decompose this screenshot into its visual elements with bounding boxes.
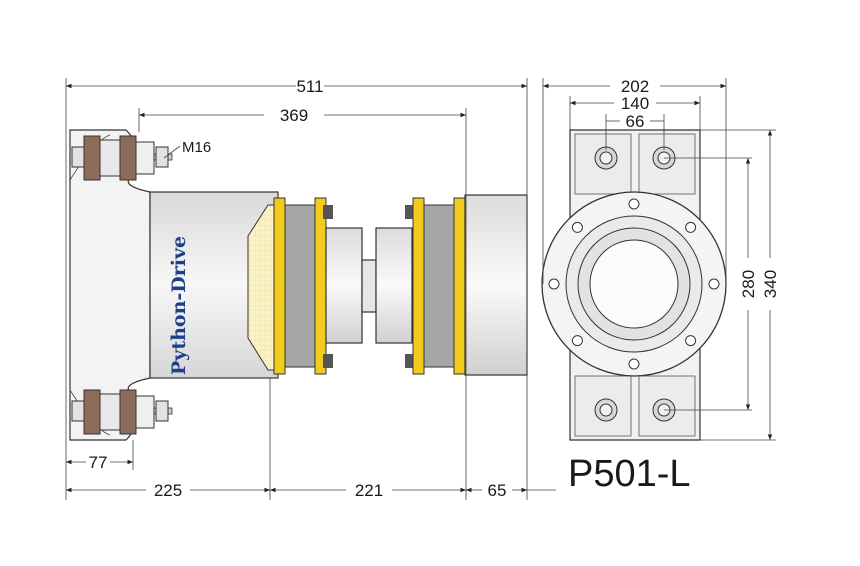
dim-height-outer: 340 (761, 270, 780, 298)
dim-middle-section: 221 (355, 481, 383, 500)
brand-label: Python-Drive (168, 236, 190, 375)
upper-bolt-assembly (71, 135, 173, 181)
end-view (541, 129, 727, 441)
dim-inner-length: 369 (280, 106, 308, 125)
yellow-flange (314, 197, 327, 375)
dim-bolt-size: M16 (182, 139, 211, 156)
dim-left-section: 225 (154, 481, 182, 500)
bolt-head (594, 146, 618, 170)
dim-overall-length: 511 (296, 77, 323, 96)
flange-bolt-holes (548, 198, 720, 370)
dim-mount-offset: 77 (89, 453, 108, 472)
bolt-head (594, 398, 618, 422)
hex-nut (71, 400, 85, 422)
rubber-bushing (119, 389, 137, 435)
hex-nut (155, 400, 169, 422)
lower-bolt-assembly (71, 389, 173, 435)
yellow-flange (273, 197, 286, 375)
rubber-bushing (119, 135, 137, 181)
dim-flange-width: 202 (621, 77, 649, 96)
yellow-flange (412, 197, 425, 375)
dim-bolt-spacing-inner: 66 (626, 112, 645, 131)
shaft-bore (589, 239, 679, 329)
rubber-bushing (83, 135, 101, 181)
rubber-bushing (83, 389, 101, 435)
dimension-labels: 511 369 M16 77 225 221 65 202 140 66 280… (89, 77, 780, 500)
output-shaft-body (464, 194, 528, 376)
dim-bolt-spacing-outer: 140 (621, 94, 649, 113)
dim-right-section: 65 (488, 481, 507, 500)
side-view: Python-Drive (69, 129, 528, 441)
hex-nut (155, 146, 169, 168)
left-coupling (247, 197, 377, 375)
rubber-element (423, 204, 455, 368)
model-label: P501-L (568, 453, 691, 495)
dimension-lines (65, 78, 776, 500)
rubber-element (284, 204, 316, 368)
yellow-flange (453, 197, 466, 375)
hex-nut (71, 146, 85, 168)
dim-height-inner: 280 (739, 270, 758, 298)
